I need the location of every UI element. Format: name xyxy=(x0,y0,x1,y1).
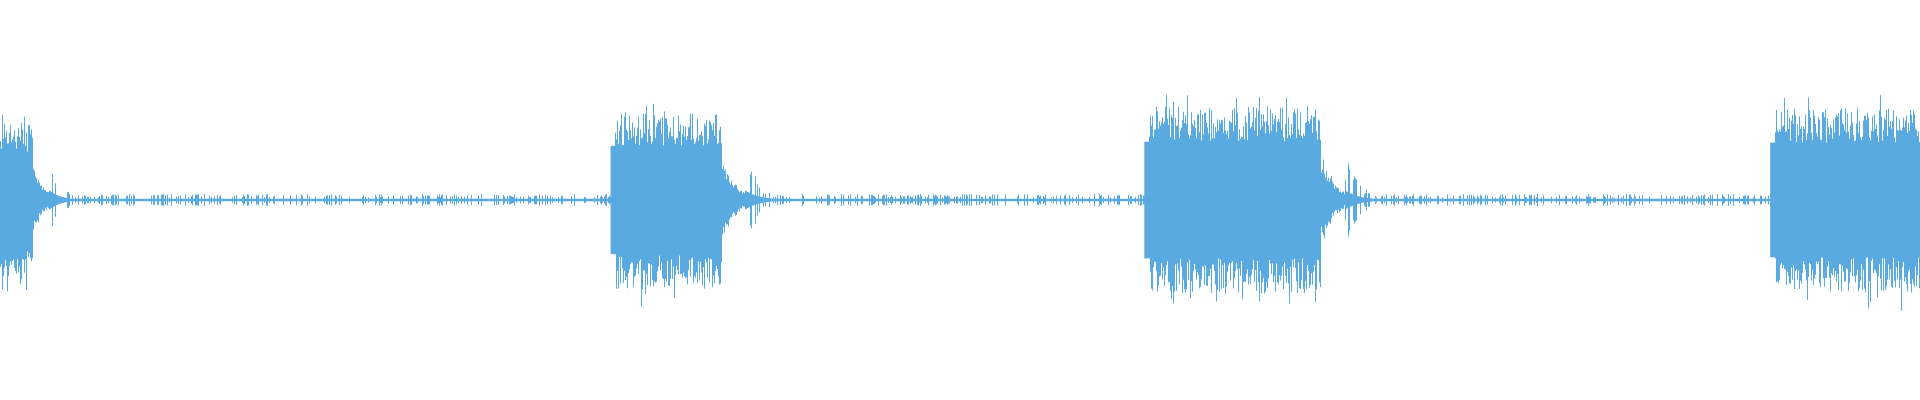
waveform-burst-4 xyxy=(1770,142,1920,258)
waveform-burst-1 xyxy=(0,152,33,248)
waveform-trace xyxy=(0,94,1920,311)
waveform-burst-3 xyxy=(1144,141,1321,259)
waveform-burst-2 xyxy=(610,145,722,255)
waveform-path xyxy=(0,94,1920,311)
